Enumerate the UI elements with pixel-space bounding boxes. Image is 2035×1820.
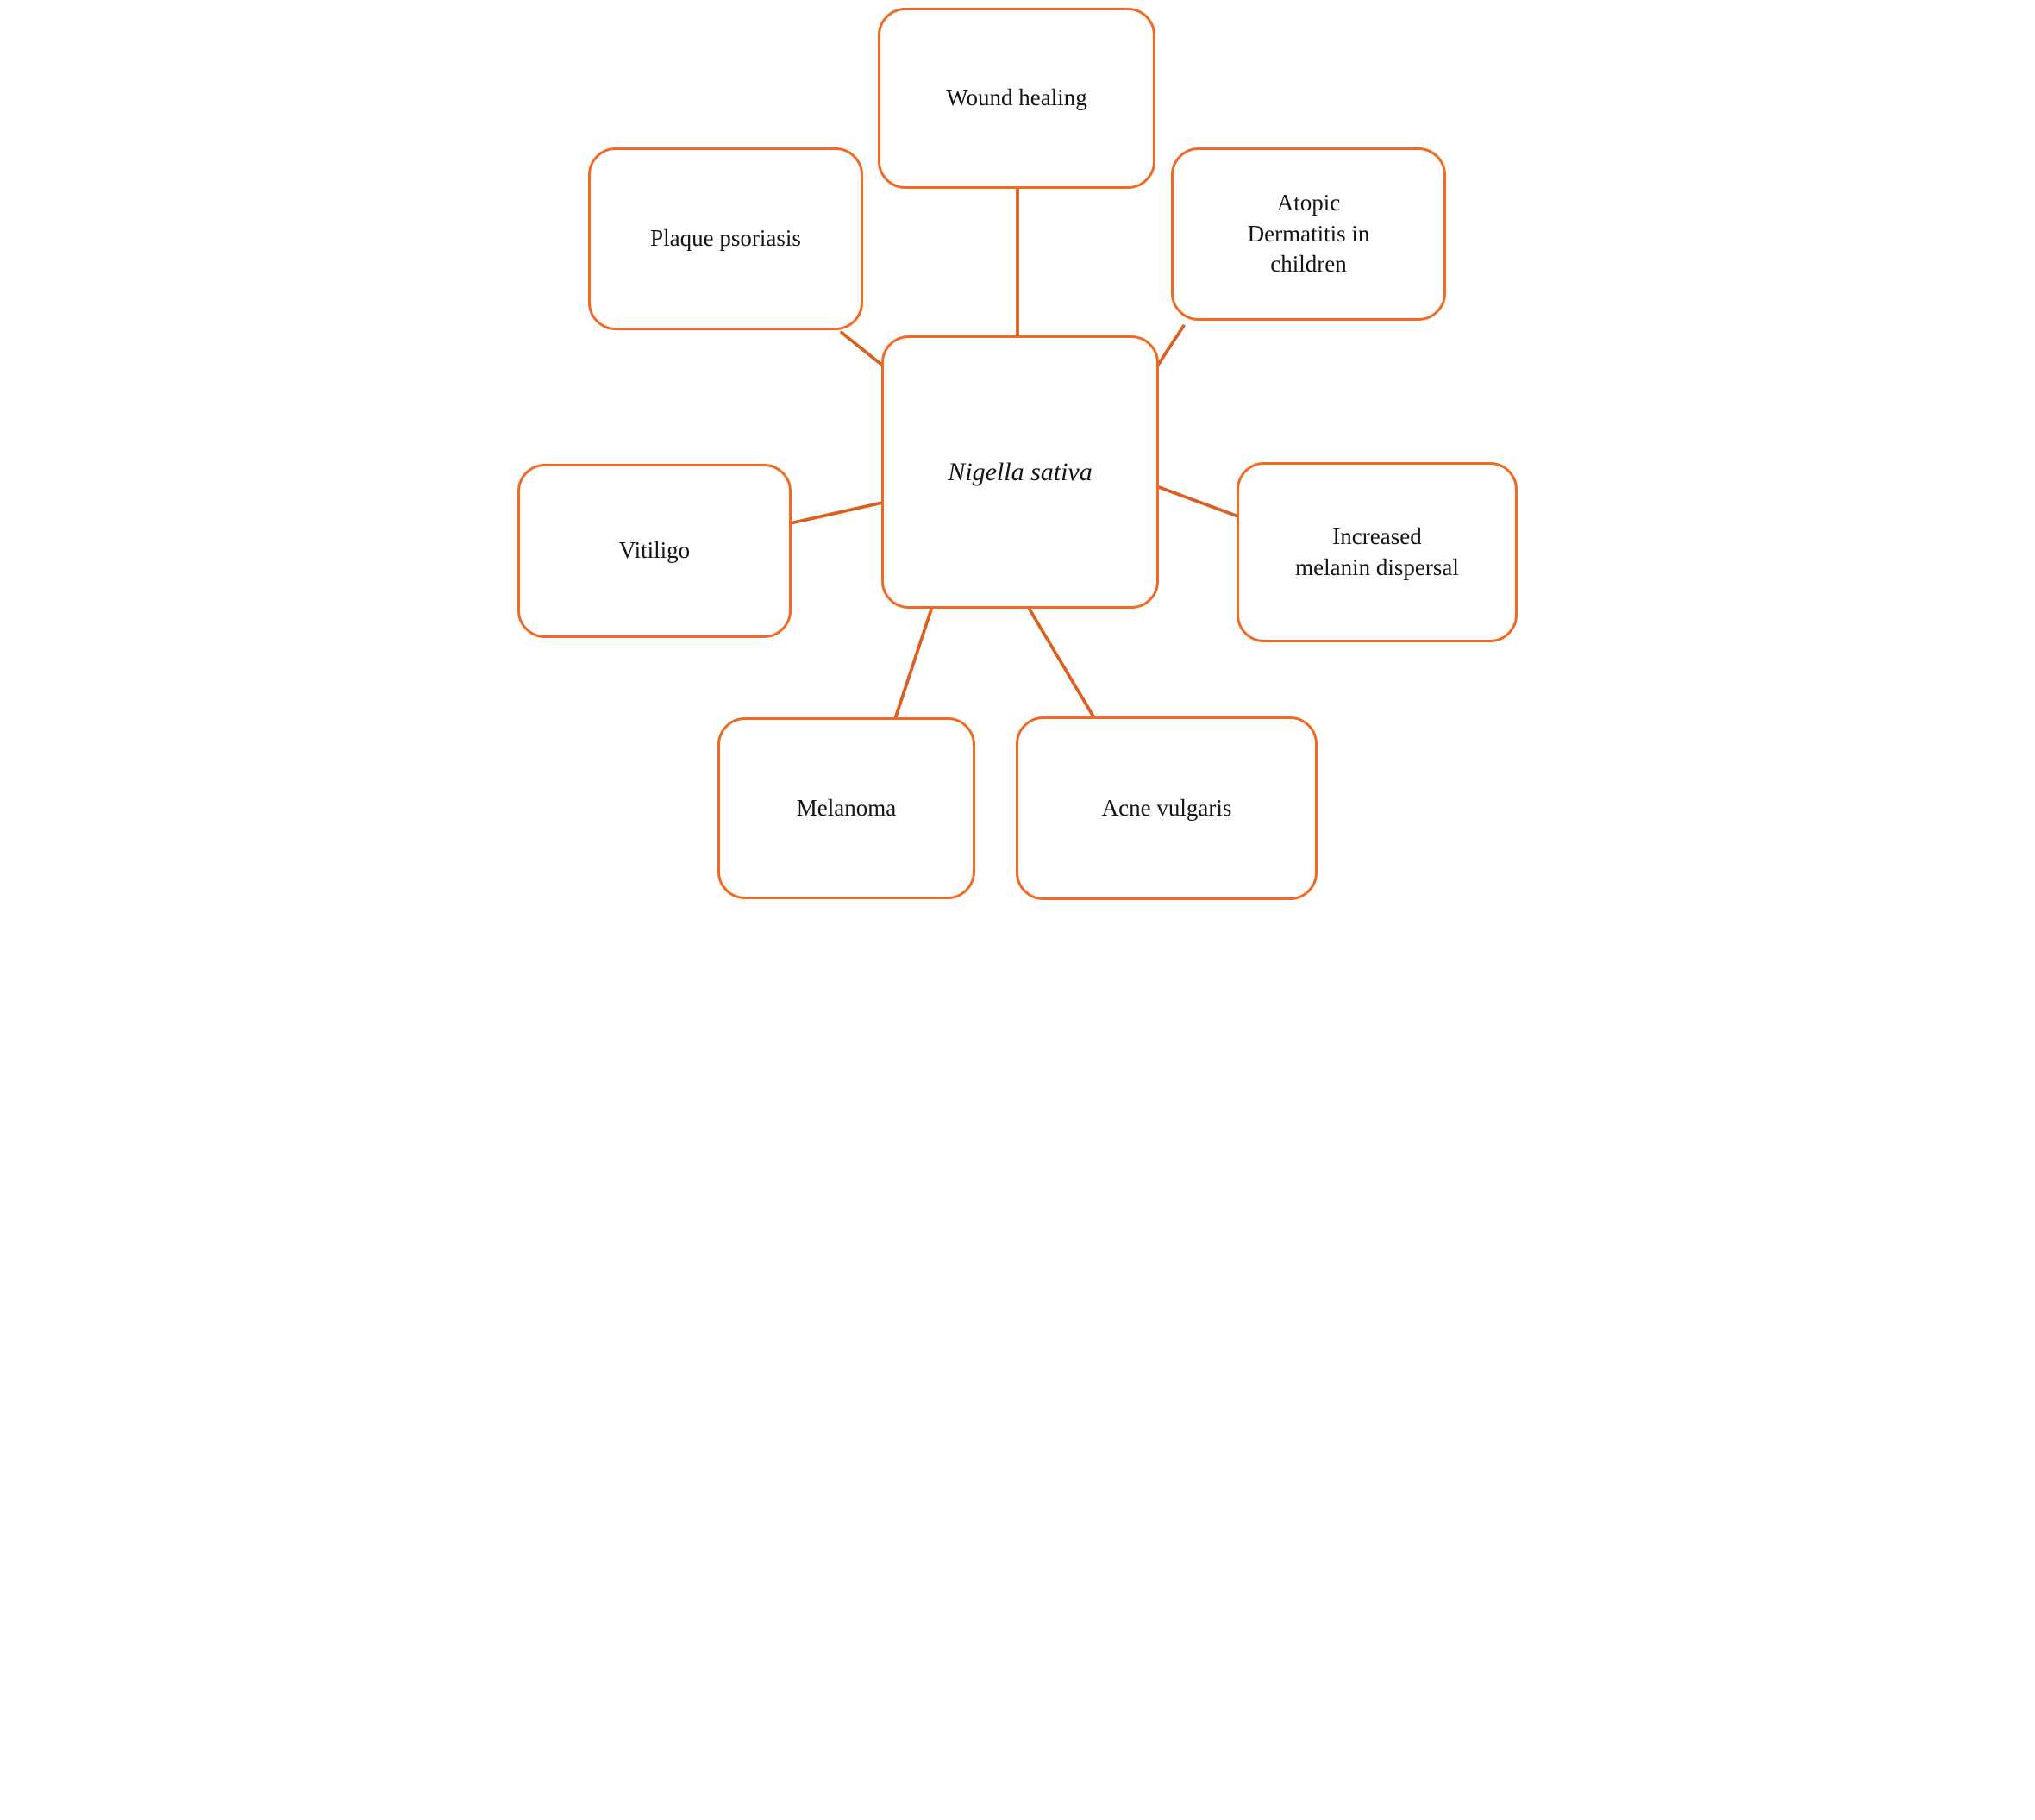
node-label: Acne vulgaris: [1101, 794, 1232, 821]
node-acne-vulgaris: Acne vulgaris: [1016, 716, 1318, 900]
connector-melanoma: [893, 607, 933, 720]
node-label: Vitiligo: [618, 537, 691, 564]
connector-increased-melanin-dispersal: [1157, 485, 1238, 518]
diagram-canvas: Wound healing Plaque psoriasis Atopic De…: [509, 0, 1526, 910]
connector-plaque-psoriasis: [840, 330, 883, 366]
node-vitiligo: Vitiligo: [517, 464, 792, 638]
node-atopic-dermatitis: Atopic Dermatitis in children: [1171, 147, 1446, 321]
node-label: Plaque psoriasis: [650, 225, 801, 252]
node-label: Increased melanin dispersal: [1295, 522, 1459, 583]
node-wound-healing: Wound healing: [878, 8, 1155, 189]
node-label-line: Atopic: [1276, 190, 1341, 216]
node-melanoma: Melanoma: [717, 717, 975, 899]
node-label-line: Increased: [1332, 522, 1422, 549]
node-label: Wound healing: [946, 84, 1087, 111]
node-label: Atopic Dermatitis in children: [1248, 188, 1370, 280]
connector-acne-vulgaris: [1028, 607, 1096, 719]
node-label-line: melanin dispersal: [1295, 554, 1459, 580]
node-label-line: Dermatitis in: [1247, 220, 1370, 247]
node-label: Melanoma: [796, 794, 897, 821]
node-increased-melanin-dispersal: Increased melanin dispersal: [1237, 462, 1518, 642]
connector-vitiligo: [791, 501, 883, 525]
node-plaque-psoriasis: Plaque psoriasis: [588, 147, 863, 330]
connector-atopic-dermatitis: [1155, 324, 1186, 368]
center-node-label: Nigella sativa: [948, 457, 1093, 486]
node-label-line: children: [1270, 251, 1347, 278]
node-nigella-sativa: Nigella sativa: [881, 335, 1159, 609]
